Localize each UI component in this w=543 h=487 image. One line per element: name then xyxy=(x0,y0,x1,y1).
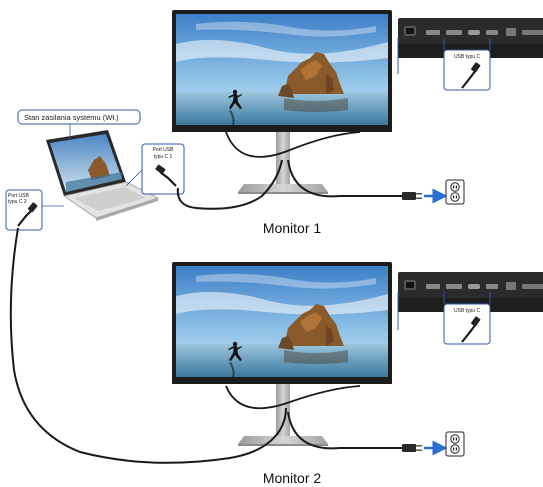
monitor-2-caption: Monitor 2 xyxy=(263,470,322,486)
monitor-1-power-cable xyxy=(287,159,402,198)
monitor-2-wall-outlet xyxy=(445,431,465,457)
monitor-1-wall-outlet xyxy=(445,179,465,205)
monitor-2-usb-c-label: USB typu C xyxy=(454,308,481,314)
usb-c-cable-to-monitor-2 xyxy=(9,227,287,464)
laptop xyxy=(46,130,160,221)
laptop-port-1-label-line1: Port USB xyxy=(153,147,175,153)
usb-c-cable-to-monitor-1 xyxy=(176,159,283,210)
power-status-label: Stan zasilania systemu (Wł.) xyxy=(24,113,119,122)
monitor-1-usb-c-callout xyxy=(443,49,491,91)
monitor-2-usb-c-callout xyxy=(443,303,491,345)
monitor-1-power-plug xyxy=(402,192,422,200)
monitor-2 xyxy=(172,262,392,446)
monitor-2-power-plug xyxy=(402,444,422,452)
monitor-1-caption: Monitor 1 xyxy=(263,220,322,236)
monitor-1-cable xyxy=(225,131,361,158)
laptop-port-2-label-line1: Port USB xyxy=(8,193,30,199)
monitor-2-power-cable xyxy=(287,411,402,450)
monitor-1 xyxy=(172,10,392,194)
monitor-2-cable xyxy=(225,385,361,410)
laptop-port-2-callout xyxy=(5,189,43,231)
laptop-port-1-label-line2: typu C 1 xyxy=(154,154,173,160)
monitor-1-usb-c-label: USB typu C xyxy=(454,54,481,60)
power-status-callout xyxy=(17,109,141,125)
laptop-port-2-label-line2: typu C 2 xyxy=(8,199,27,205)
